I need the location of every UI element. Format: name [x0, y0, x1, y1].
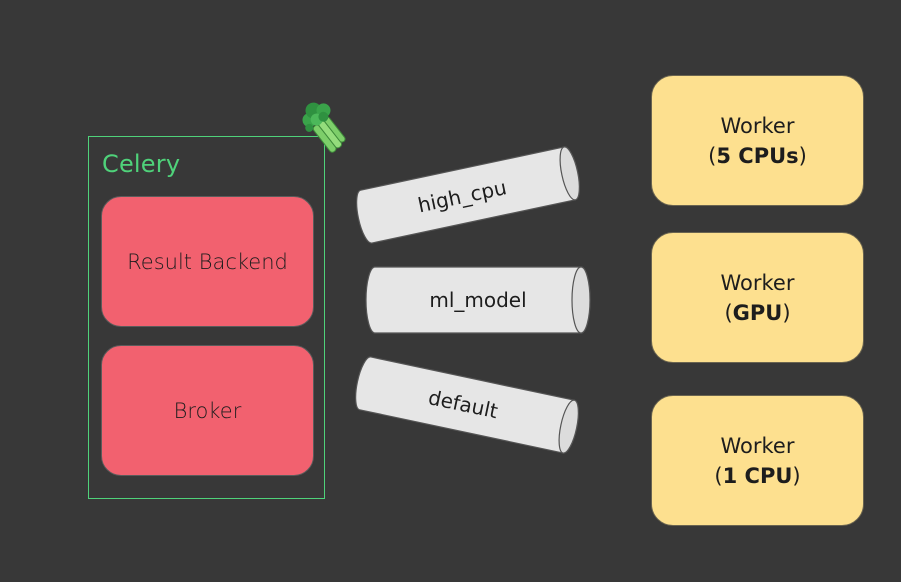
result-backend-label: Result Backend: [127, 249, 288, 274]
broker-box: Broker: [101, 345, 314, 476]
worker-title: Worker: [720, 270, 795, 295]
queue-ml-model: ml_model: [365, 266, 591, 334]
worker-5-cpus: Worker (5 CPUs): [651, 75, 864, 206]
worker-gpu: Worker (GPU): [651, 232, 864, 363]
worker-title: Worker: [720, 433, 795, 458]
celery-title: Celery: [102, 150, 181, 178]
worker-1-cpu: Worker (1 CPU): [651, 395, 864, 526]
queue-ml-model-label: ml_model: [429, 288, 526, 312]
celery-stalk-icon: [302, 102, 346, 153]
worker-resource: (1 CPU): [714, 463, 801, 488]
queue-default: default: [355, 356, 579, 454]
broker-label: Broker: [173, 398, 242, 423]
result-backend-box: Result Backend: [101, 196, 314, 327]
worker-resource: (GPU): [724, 300, 791, 325]
worker-title: Worker: [720, 113, 795, 138]
queue-high-cpu: high_cpu: [356, 146, 580, 244]
celery-container: [88, 136, 325, 499]
worker-resource: (5 CPUs): [708, 143, 807, 168]
